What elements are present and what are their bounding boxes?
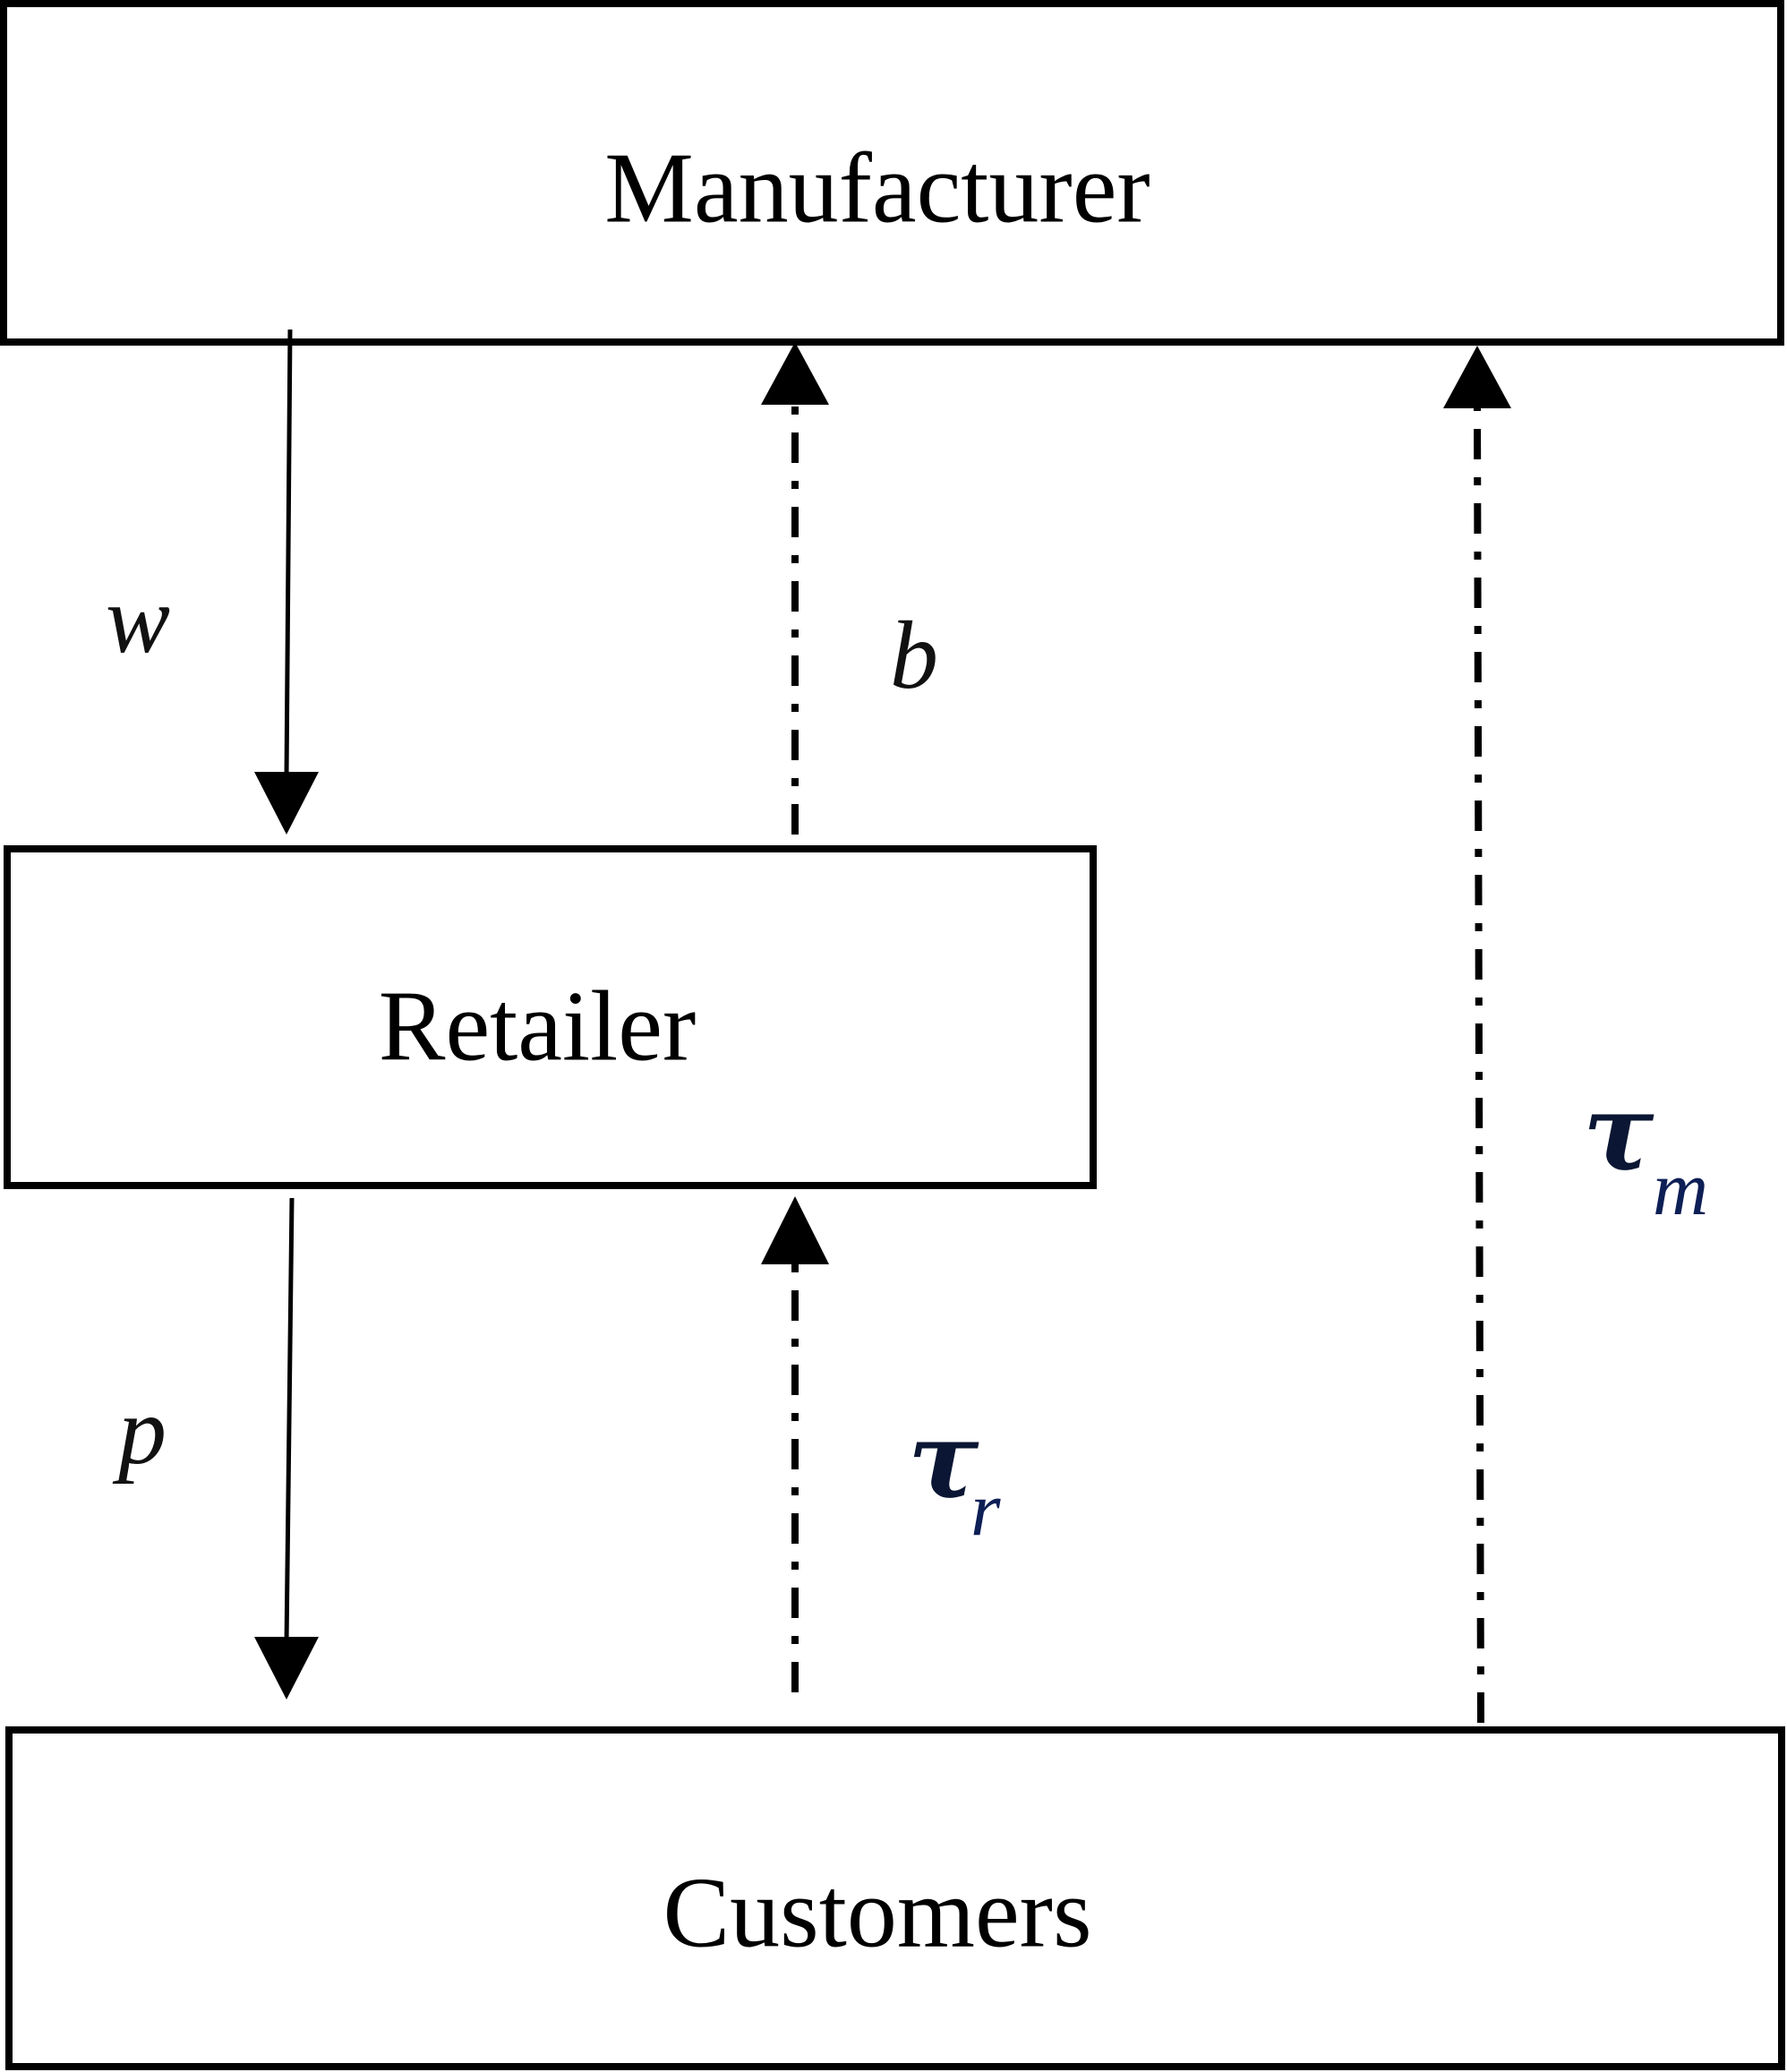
- price-flow: p: [112, 1197, 319, 1700]
- wholesale-price-label: w: [106, 567, 170, 673]
- manufacturer-label: Manufacturer: [604, 133, 1150, 244]
- tau-retailer-flow: τ r: [761, 1196, 1001, 1692]
- wholesale-price-flow: w: [106, 329, 319, 835]
- retailer-node: Retailer: [4, 845, 1097, 1189]
- customers-label: Customers: [663, 1858, 1091, 1969]
- customers-node: Customers: [5, 1726, 1785, 2070]
- price-label: p: [112, 1378, 167, 1485]
- tau-manufacturer-subscript: m: [1653, 1145, 1708, 1231]
- tau-manufacturer-arrow-shaft: [1474, 406, 1484, 1724]
- tau-retailer-arrowhead: [761, 1196, 829, 1264]
- price-arrowhead: [254, 1637, 319, 1700]
- tau-retailer-subscript: r: [970, 1466, 1001, 1552]
- buyback-flow: b: [761, 342, 938, 835]
- manufacturer-box: [0, 0, 1784, 346]
- wholesale-price-arrowhead: [254, 772, 319, 835]
- retailer-label: Retailer: [379, 972, 696, 1083]
- buyback-arrowhead: [761, 342, 829, 405]
- retailer-box: [4, 845, 1097, 1189]
- wholesale-price-arrow-shaft: [284, 329, 293, 778]
- buyback-label: b: [890, 603, 938, 709]
- tau-manufacturer-flow: τ m: [1443, 346, 1708, 1724]
- manufacturer-node: Manufacturer: [0, 0, 1784, 346]
- tau-retailer-symbol: τ: [908, 1398, 979, 1522]
- customers-box: [5, 1726, 1785, 2070]
- price-arrow-shaft: [284, 1197, 295, 1644]
- tau-manufacturer-arrowhead: [1443, 346, 1511, 408]
- tau-manufacturer-symbol: τ: [1583, 1070, 1654, 1194]
